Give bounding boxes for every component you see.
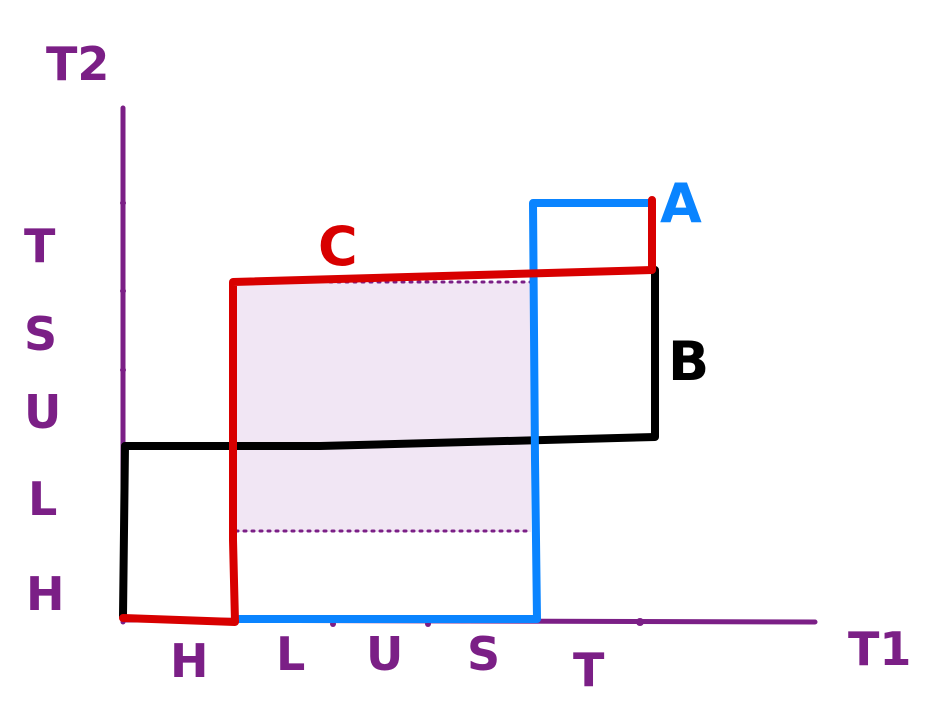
y-tick-label: U	[24, 385, 61, 439]
series-b-path	[119, 266, 659, 620]
y-tick-label: L	[28, 472, 57, 526]
y-tick-label: T	[24, 219, 56, 273]
x-tick-label: T	[573, 643, 605, 697]
y-tick-dot	[120, 367, 126, 373]
y-axis-title: T2	[46, 37, 109, 91]
x-tick-dot	[636, 618, 644, 626]
x-tick-label: H	[170, 634, 209, 688]
series-a-label: A	[660, 172, 702, 235]
y-tick-dot	[120, 288, 126, 294]
series-a-path	[232, 199, 655, 623]
y-tick-dot	[120, 200, 126, 206]
series-c-label: C	[318, 215, 358, 278]
series-c-path	[119, 196, 656, 626]
y-tick-label: H	[26, 567, 65, 621]
x-tick-label: L	[276, 627, 305, 681]
x-tick-label: S	[467, 627, 500, 681]
x-tick-label: U	[366, 627, 403, 681]
overlap-region	[233, 282, 531, 532]
x-axis-title: T1	[848, 622, 911, 676]
series-b-label: B	[668, 330, 709, 393]
y-tick-label: S	[24, 307, 57, 361]
